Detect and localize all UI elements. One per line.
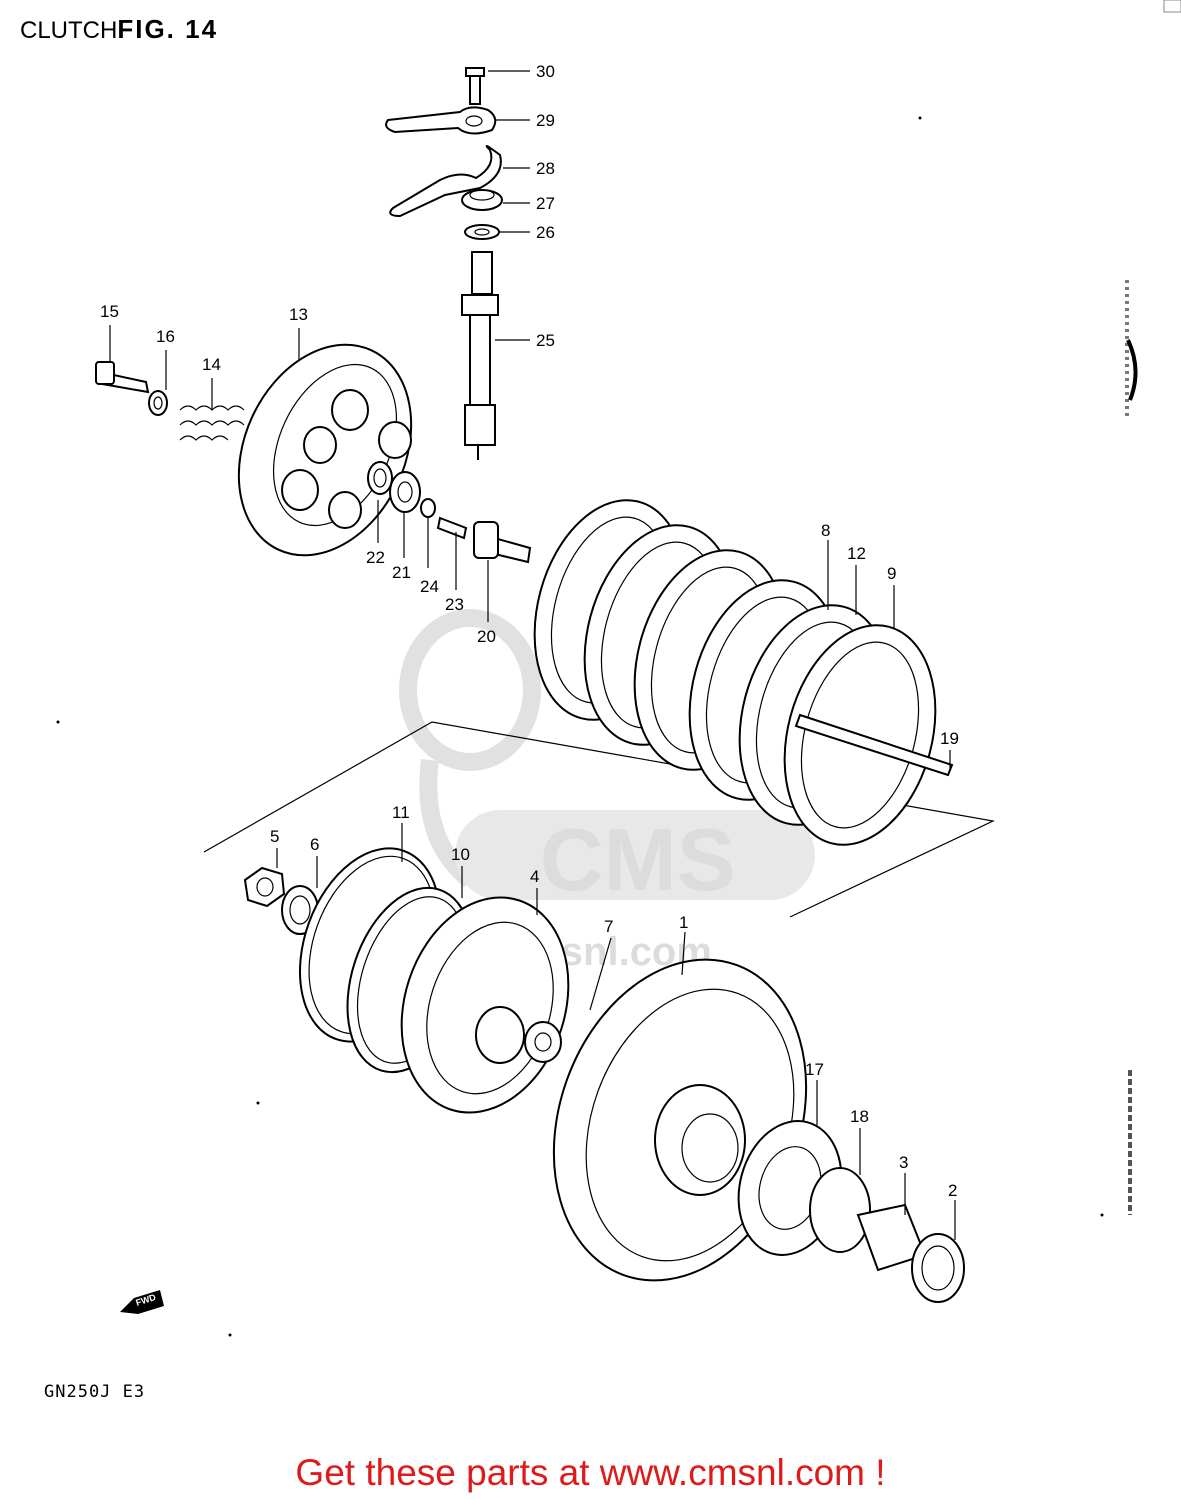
- callout-19: 19: [940, 729, 959, 748]
- callout-9: 9: [887, 564, 896, 583]
- callout-4: 4: [530, 867, 539, 886]
- callout-10: 10: [451, 845, 470, 864]
- callout-15: 15: [100, 302, 119, 321]
- callout-8: 8: [821, 521, 830, 540]
- callout-14: 14: [202, 355, 221, 374]
- fwd-arrow-icon: FWD: [120, 1290, 164, 1314]
- callout-7: 7: [604, 917, 613, 936]
- title-prefix: CLUTCH: [20, 17, 118, 44]
- callout-16: 16: [156, 327, 175, 346]
- callout-27: 27: [536, 194, 555, 213]
- callout-11: 11: [392, 803, 410, 822]
- page-title: CLUTCHFIG. 14: [20, 14, 218, 45]
- callout-5: 5: [270, 827, 279, 846]
- callout-26: 26: [536, 223, 555, 242]
- callout-1: 1: [679, 913, 688, 932]
- callout-2: 2: [948, 1181, 957, 1200]
- callout-23: 23: [445, 595, 464, 614]
- callout-18: 18: [850, 1107, 869, 1126]
- callout-28: 28: [536, 159, 555, 178]
- part-callouts: 30 29 28 27 26 25 15 16 14 13 22 21 24 2…: [100, 62, 959, 1240]
- callout-20: 20: [477, 627, 496, 646]
- callout-6: 6: [310, 835, 319, 854]
- pressure-plate-group: [95, 343, 532, 564]
- callout-13: 13: [289, 305, 308, 324]
- release-mechanism: [385, 67, 503, 460]
- callout-22: 22: [366, 548, 385, 567]
- callout-25: 25: [536, 331, 555, 350]
- scan-noise: [56, 116, 1104, 1337]
- scan-edge-marks: [1125, 0, 1181, 1215]
- figure-number: FIG. 14: [117, 14, 219, 44]
- clutch-hub-housing: [243, 847, 965, 1303]
- watermark-logo: CMS: [540, 810, 736, 909]
- callout-21: 21: [392, 563, 411, 582]
- callout-24: 24: [420, 577, 439, 596]
- callout-30: 30: [536, 62, 555, 81]
- callout-3: 3: [899, 1153, 908, 1172]
- callout-12: 12: [847, 544, 866, 563]
- callout-17: 17: [805, 1060, 824, 1079]
- model-code: GN250J E3: [44, 1382, 146, 1402]
- footer-link-text[interactable]: Get these parts at www.cmsnl.com !: [295, 1452, 886, 1493]
- clutch-plate-stack: [533, 499, 954, 846]
- callout-29: 29: [536, 111, 555, 130]
